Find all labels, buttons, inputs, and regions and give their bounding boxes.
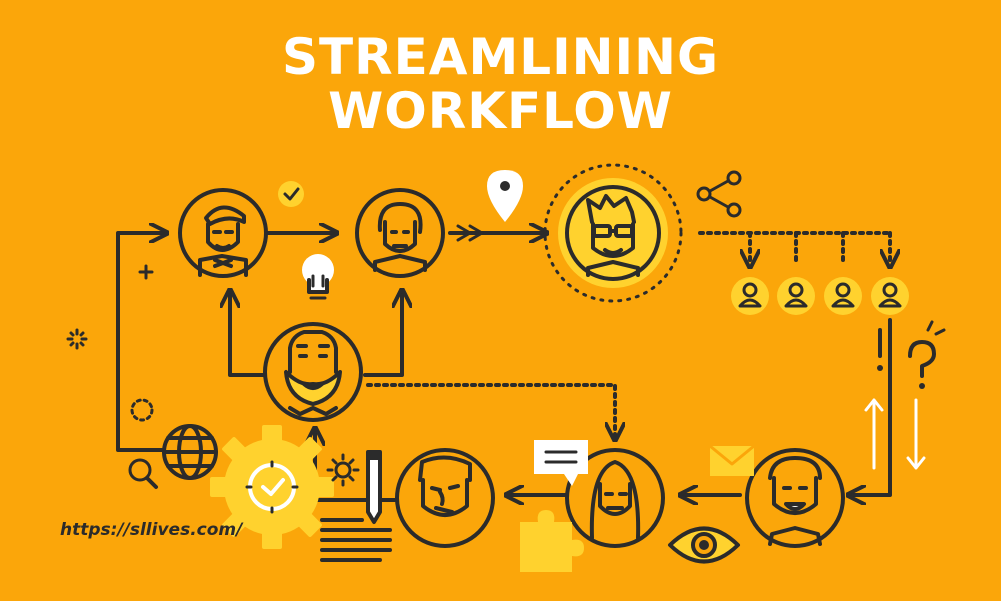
title-line-1: STREAMLINING	[281, 28, 720, 86]
connector-team-p7	[850, 318, 892, 495]
envelope-icon	[708, 444, 756, 476]
share-icon	[696, 170, 742, 218]
person-3-avatar	[543, 163, 683, 303]
up-down-arrows-icon	[864, 398, 926, 470]
sparkle-icon	[66, 328, 88, 350]
connector-manager-dotted	[366, 383, 615, 438]
chat-bubble-icon	[534, 440, 588, 486]
check-icon	[278, 181, 304, 207]
question-icon	[908, 320, 946, 389]
plus-icon	[138, 264, 154, 280]
person-5-avatar	[395, 448, 495, 548]
document-lines-icon	[320, 518, 392, 562]
pencil-icon	[366, 450, 382, 524]
eye-icon	[668, 526, 740, 564]
arrow-feather	[456, 224, 484, 242]
source-url[interactable]: https://sllives.com/	[60, 520, 243, 540]
connectors	[116, 224, 892, 500]
person-7-avatar	[745, 448, 845, 548]
location-pin-icon	[487, 170, 523, 222]
exclamation-icon	[877, 328, 883, 371]
lightbulb-icon	[302, 254, 334, 300]
connector-manager-p2	[363, 292, 402, 377]
person-6-avatar	[565, 448, 665, 548]
puzzle-icon	[520, 510, 584, 572]
dotted-circle-icon	[130, 398, 154, 422]
team-member-1	[731, 277, 769, 315]
globe-icon	[162, 424, 218, 480]
connector-manager-p1	[230, 292, 267, 377]
person-2-avatar	[355, 188, 445, 278]
page-title: STREAMLINING WORKFLOW	[0, 30, 1001, 138]
gear-clock-icon	[210, 425, 334, 549]
team-member-2	[777, 277, 815, 315]
team-member-3	[824, 277, 862, 315]
search-icon	[128, 458, 158, 489]
title-line-2: WORKFLOW	[328, 82, 673, 140]
person-1-avatar	[178, 188, 268, 278]
manager-avatar	[263, 322, 363, 422]
connector-left-loop	[116, 233, 165, 452]
sun-icon	[326, 453, 360, 487]
team-member-4	[871, 277, 909, 315]
